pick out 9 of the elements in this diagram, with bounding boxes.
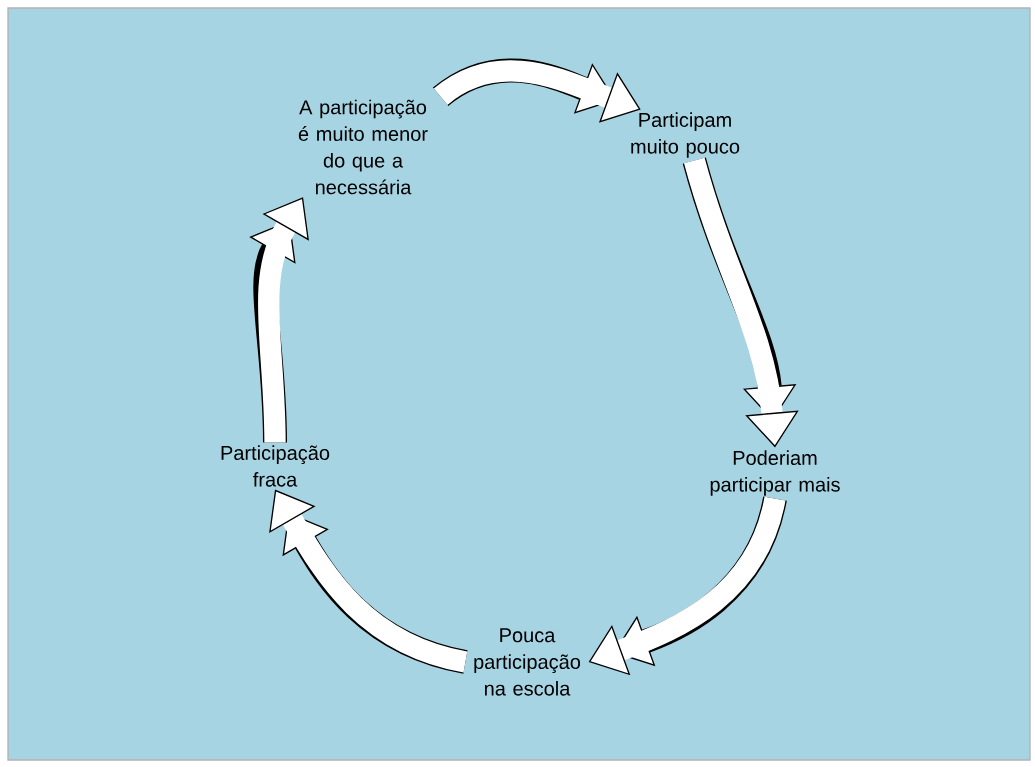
text-label: Participação fraca xyxy=(221,445,330,487)
text-label: Participam muito pouco xyxy=(631,112,740,158)
block-arrow xyxy=(249,197,309,443)
block-arrow xyxy=(588,495,787,676)
text-label: Poderiam participar mais xyxy=(710,450,840,496)
block-arrow xyxy=(433,58,641,123)
block-arrow xyxy=(269,489,469,674)
text-label: Pouca participação na escola xyxy=(474,628,581,696)
text-label: A participação é muito menor do que a necessária xyxy=(298,99,428,195)
